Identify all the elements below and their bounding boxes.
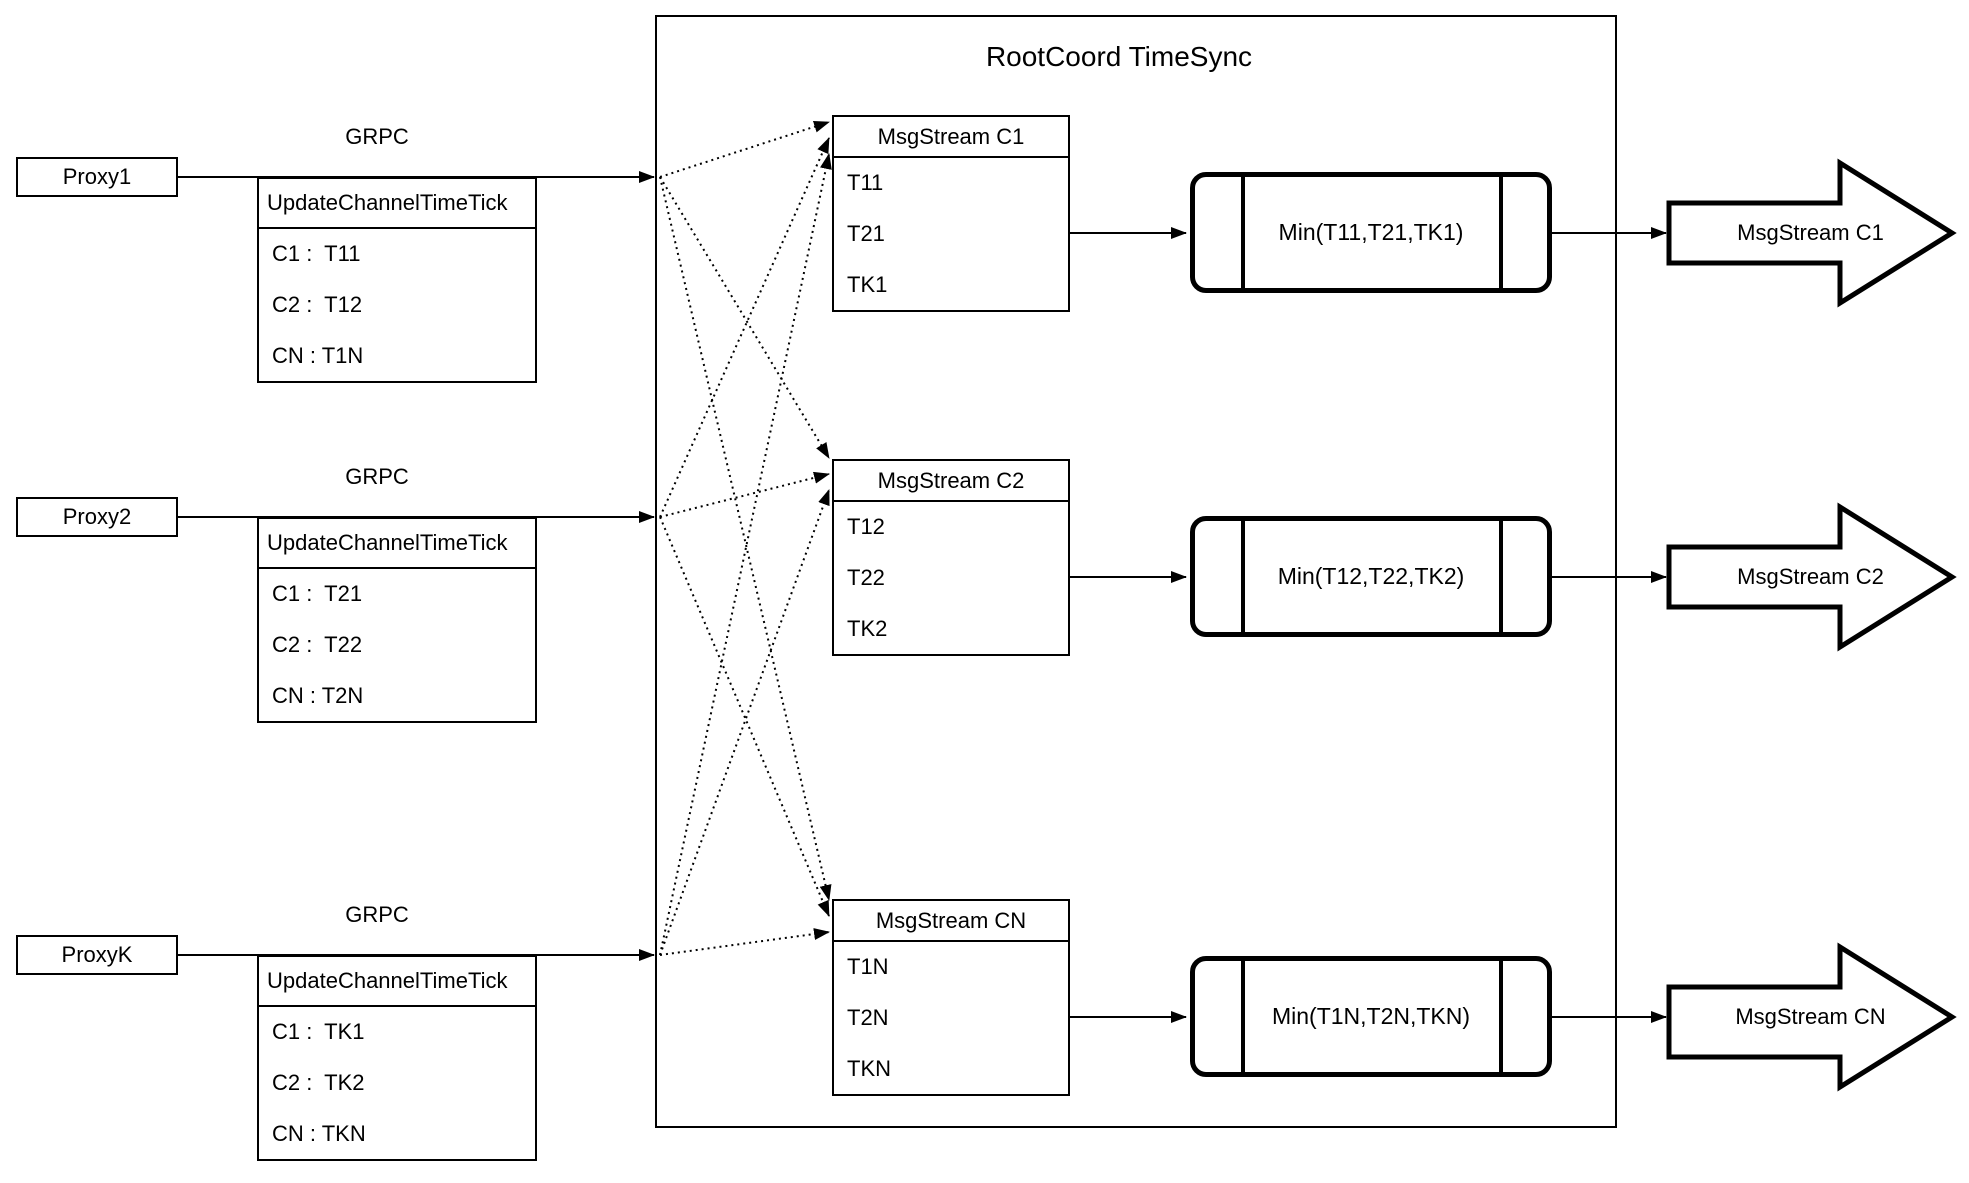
proxy1-box: Proxy1 — [16, 157, 178, 197]
stream-to-min-arrows — [1070, 227, 1187, 1023]
table-row: CN : T2N — [272, 682, 364, 708]
msgstream-c2-table: MsgStream C2 T12 T22 TK2 — [832, 459, 1070, 656]
table-header: MsgStream CN — [834, 901, 1068, 942]
proxy2-label: Proxy2 — [62, 504, 132, 529]
min-c2-box: Min(T12,T22,TK2) — [1190, 516, 1552, 637]
table-row: T1N — [847, 954, 889, 980]
rootcoord-timesync-title: RootCoord TimeSync — [985, 41, 1253, 72]
dotted-arrow — [659, 153, 832, 956]
dotted-arrow — [659, 471, 830, 518]
dotted-arrow — [659, 176, 830, 459]
table-row: C1 : TK1 — [272, 1019, 365, 1045]
proxyk-timetick-table: UpdateChannelTimeTick C1 : TK1 C2 : TK2 … — [257, 955, 537, 1161]
proxy1-label: Proxy1 — [62, 164, 132, 189]
output-arrow-shapes — [1666, 158, 1957, 1092]
msgstream-cn-output-label: MsgStream CN — [1735, 1004, 1886, 1029]
table-row: TK1 — [847, 271, 888, 297]
dotted-arrow — [659, 516, 830, 917]
dotted-arrow — [659, 489, 830, 956]
table-row: C2 : TK2 — [272, 1070, 365, 1095]
msgstream-c2-output-label: MsgStream C2 — [1737, 564, 1884, 589]
table-row: TK2 — [847, 615, 888, 641]
proxy2-timetick-table: UpdateChannelTimeTick C1 : T21 C2 : T22 … — [257, 517, 537, 723]
table-row: C1 : T11 — [272, 241, 361, 267]
table-header: UpdateChannelTimeTick — [259, 519, 535, 569]
proxyk-box: ProxyK — [16, 935, 178, 975]
table-header: MsgStream C2 — [834, 461, 1068, 502]
proxy2-box: Proxy2 — [16, 497, 178, 537]
msgstream-c1-table: MsgStream C1 T11 T21 TK1 — [832, 115, 1070, 312]
min-c1-box: Min(T11,T21,TK1) — [1190, 172, 1552, 293]
table-row: C2 : T12 — [272, 292, 363, 317]
min-c1-label: Min(T11,T21,TK1) — [1278, 219, 1464, 245]
table-row: T11 — [847, 170, 884, 196]
min-c2-label: Min(T12,T22,TK2) — [1277, 563, 1465, 589]
grpc-label: GRPC — [345, 124, 409, 149]
table-row: CN : T1N — [272, 342, 364, 368]
table-header: UpdateChannelTimeTick — [259, 179, 535, 229]
msgstream-output-arrow — [1666, 502, 1957, 652]
table-row: C2 : T22 — [272, 632, 363, 657]
grpc-label: GRPC — [345, 464, 409, 489]
proxyk-label: ProxyK — [61, 942, 133, 967]
msgstream-cn-table: MsgStream CN T1N T2N TKN — [832, 899, 1070, 1096]
fanout-dotted-arrows — [659, 120, 832, 956]
table-row: T22 — [847, 565, 885, 590]
table-row: T21 — [847, 221, 885, 246]
table-row: CN : TKN — [272, 1120, 366, 1146]
table-row: T2N — [847, 1005, 889, 1030]
min-cn-label: Min(T1N,T2N,TKN) — [1271, 1003, 1471, 1029]
min-to-output-arrows — [1552, 227, 1667, 1023]
dotted-arrow — [659, 928, 830, 956]
msgstream-c1-output-label: MsgStream C1 — [1737, 220, 1884, 245]
rootcoord-timesync-container — [655, 15, 1617, 1128]
msgstream-output-arrow — [1666, 942, 1957, 1092]
table-header: MsgStream C1 — [834, 117, 1068, 158]
table-row: T12 — [847, 514, 885, 540]
msgstream-output-arrow — [1666, 158, 1957, 308]
min-cn-box: Min(T1N,T2N,TKN) — [1190, 956, 1552, 1077]
table-row: C1 : T21 — [272, 581, 363, 607]
proxy1-timetick-table: UpdateChannelTimeTick C1 : T11 C2 : T12 … — [257, 177, 537, 383]
grpc-label: GRPC — [345, 902, 409, 927]
table-header: UpdateChannelTimeTick — [259, 957, 535, 1007]
dotted-arrow — [659, 176, 832, 901]
table-row: TKN — [847, 1055, 891, 1081]
